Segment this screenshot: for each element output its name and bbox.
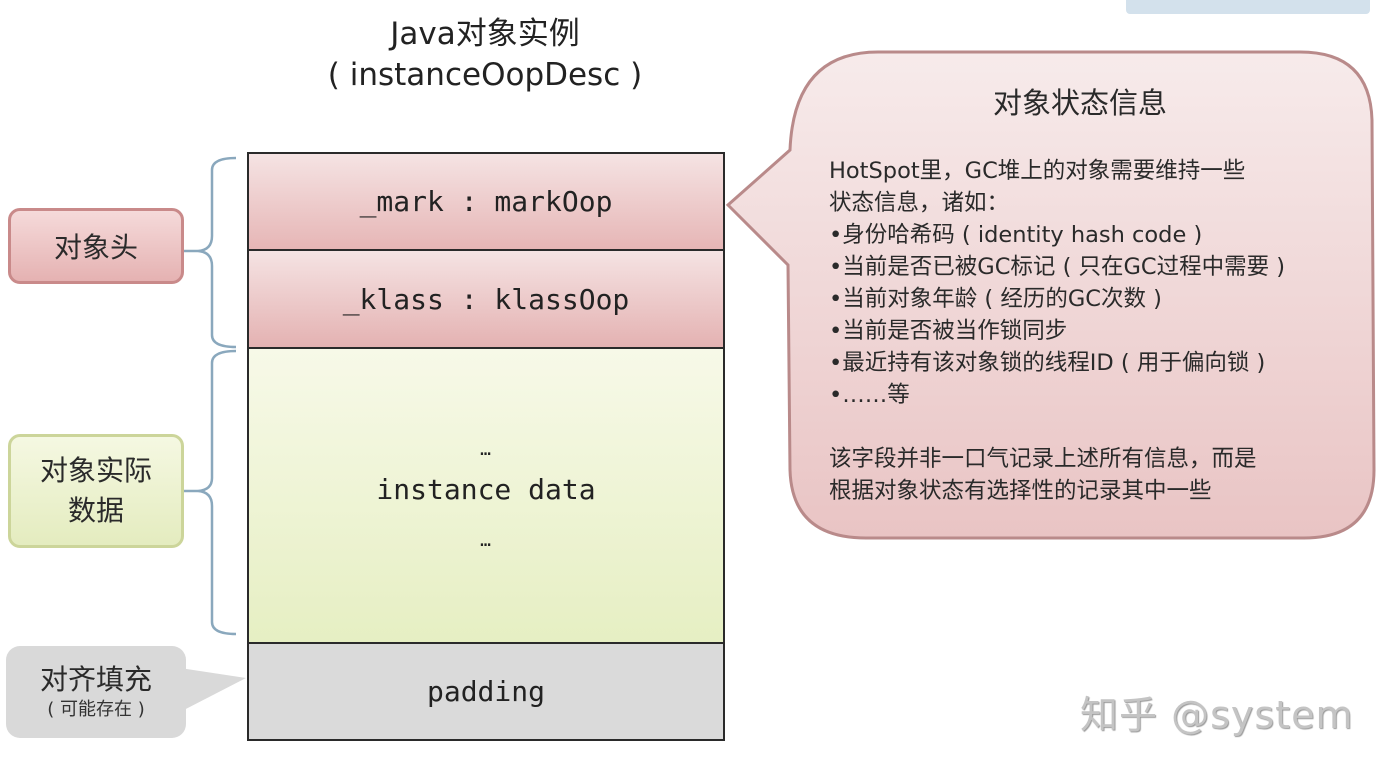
object-header-tag: 对象头: [8, 208, 184, 284]
instance-data-cell: … instance data …: [247, 349, 725, 644]
padding-pointer: [180, 668, 246, 712]
data-brace: [197, 349, 237, 636]
klass-pointer-cell: _klass : klassOop: [247, 251, 725, 349]
instance-data-label: instance data: [376, 473, 596, 506]
object-header-tag-text: 对象头: [53, 231, 138, 264]
padding-label: padding: [426, 675, 545, 708]
callout-spacer: [829, 411, 1369, 443]
alignment-padding-tag-note: ( 可能存在 ): [47, 699, 145, 720]
watermark: 知乎 @system: [1080, 693, 1354, 737]
alignment-padding-tag-text: 对齐填充: [39, 663, 152, 696]
callout-bullet: •……等: [829, 382, 910, 408]
callout-intro-line: 状态信息，诸如：: [829, 190, 1010, 216]
instance-data-tag: 对象实际 数据: [8, 434, 184, 548]
top-toolbar-strip: [1126, 0, 1370, 14]
padding-cell: padding: [247, 644, 725, 741]
callout-body: HotSpot里，GC堆上的对象需要维持一些 状态信息，诸如： •身份哈希码 (…: [829, 155, 1369, 507]
callout-title: 对象状态信息: [992, 86, 1167, 120]
alignment-padding-tag: 对齐填充 ( 可能存在 ): [6, 646, 186, 738]
callout-outro-line: 该字段并非一口气记录上述所有信息，而是: [829, 446, 1257, 472]
callout-outro-line: 根据对象状态有选择性的记录其中一些: [829, 478, 1212, 504]
header-brace: [197, 156, 237, 349]
callout-bullet: •当前是否被当作锁同步: [829, 318, 1068, 344]
mark-word-label: _mark : markOop: [359, 185, 613, 218]
klass-pointer-label: _klass : klassOop: [342, 282, 630, 316]
diagram-title: Java对象实例: [390, 16, 580, 52]
instance-data-tag-line2: 数据: [67, 494, 124, 527]
diagram-subtitle: ( instanceOopDesc ): [327, 57, 643, 93]
callout-bullet: •身份哈希码 ( identity hash code ): [829, 222, 1203, 248]
callout-bubble: [725, 50, 1376, 540]
callout-bullet: •最近持有该对象锁的线程ID ( 用于偏向锁 ): [829, 350, 1266, 376]
ellipsis-top: …: [480, 439, 492, 460]
callout-bullet: •当前对象年龄 ( 经历的GC次数 ): [829, 286, 1162, 312]
callout-intro-line: HotSpot里，GC堆上的对象需要维持一些: [829, 158, 1246, 184]
mark-word-cell: _mark : markOop: [247, 152, 725, 251]
instance-data-tag-line1: 对象实际: [39, 454, 152, 487]
ellipsis-bottom: …: [480, 530, 492, 551]
callout-bullet: •当前是否已被GC标记 ( 只在GC过程中需要 ): [829, 254, 1286, 280]
